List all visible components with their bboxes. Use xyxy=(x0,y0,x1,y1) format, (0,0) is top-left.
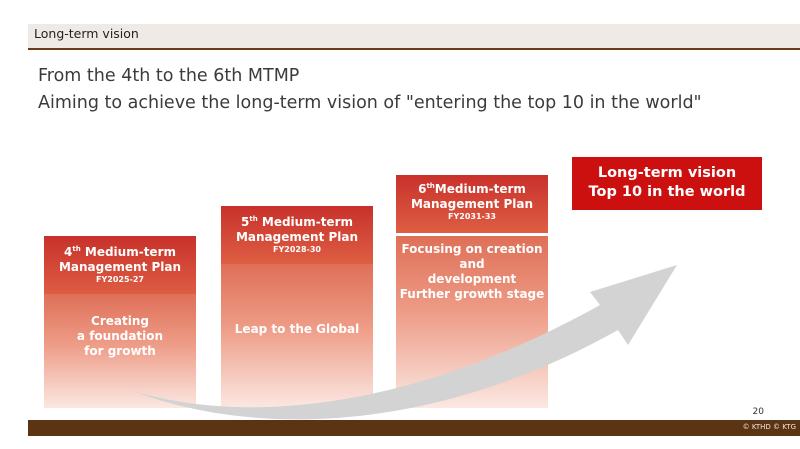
plan-column-5th: 5th Medium-term Management Plan FY2028-3… xyxy=(221,206,373,408)
page-number: 20 xyxy=(752,407,764,417)
plan-title-line-2: Management Plan xyxy=(58,260,182,274)
plan-fiscal-years: FY2028-30 xyxy=(273,245,321,254)
plan-title-line-1: 4th Medium-term xyxy=(64,245,176,259)
plan-body-text: Creating a foundation for growth xyxy=(76,314,164,358)
plan-header-5th: 5th Medium-term Management Plan FY2028-3… xyxy=(221,206,373,264)
vision-line-1: Long-term vision xyxy=(597,165,737,181)
section-title: Long-term vision xyxy=(34,26,139,41)
headline-line-1: From the 4th to the 6th MTMP xyxy=(38,66,300,86)
headline-line-2: Aiming to achieve the long-term vision o… xyxy=(38,93,702,113)
plan-header-4th: 4th Medium-term Management Plan FY2025-2… xyxy=(44,236,196,296)
vision-line-2: Top 10 in the world xyxy=(588,184,746,200)
section-header-bar: Long-term vision xyxy=(28,24,800,50)
plan-body-5th: Leap to the Global xyxy=(221,264,373,408)
plan-header-6th: 6thMedium-term Management Plan FY2031-33 xyxy=(396,175,548,233)
plan-fiscal-years: FY2031-33 xyxy=(448,212,496,221)
plan-title-line-2: Management Plan xyxy=(410,197,534,211)
footer-bar: © KTHD © KTG xyxy=(28,420,800,436)
plan-body-4th: Creating a foundation for growth xyxy=(44,294,196,408)
plan-body-text: Leap to the Global xyxy=(234,322,360,336)
plan-title-line-1: 6thMedium-term xyxy=(418,182,526,196)
growth-arrow-shape xyxy=(130,265,677,420)
plan-column-4th: 4th Medium-term Management Plan FY2025-2… xyxy=(44,236,196,408)
plan-title-line-1: 5th Medium-term xyxy=(241,215,353,229)
copyright-text: © KTHD © KTG xyxy=(742,423,796,431)
plan-body-text: Focusing on creation and development Fur… xyxy=(399,242,545,301)
plan-fiscal-years: FY2025-27 xyxy=(96,275,144,284)
plan-title-line-2: Management Plan xyxy=(235,230,359,244)
long-term-vision-box: Long-term vision Top 10 in the world xyxy=(572,157,762,210)
